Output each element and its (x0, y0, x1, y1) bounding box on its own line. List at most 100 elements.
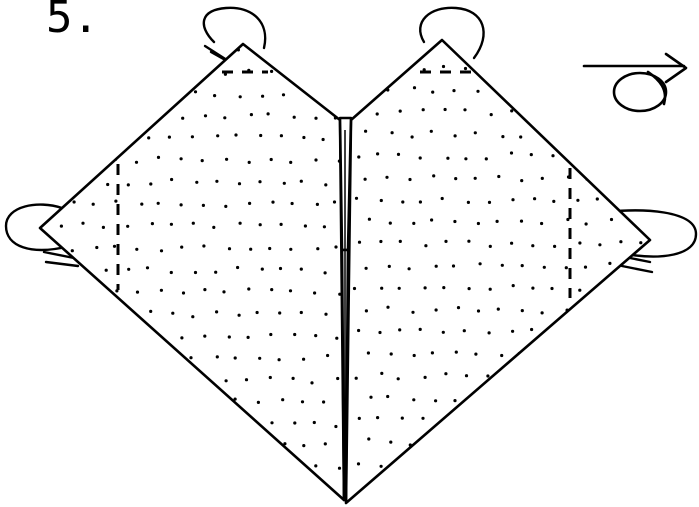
stipple-dot (386, 395, 389, 398)
stipple-dot (58, 47, 61, 50)
stipple-dot (369, 87, 372, 90)
stipple-dot (509, 416, 512, 419)
stipple-dot (316, 247, 319, 250)
stipple-dot (585, 222, 588, 225)
stipple-dot (139, 420, 142, 423)
stipple-dot (106, 183, 109, 186)
stipple-dot (519, 135, 522, 138)
stipple-dot (444, 108, 447, 111)
stipple-dot (95, 246, 98, 249)
stipple-dot (118, 380, 121, 383)
stipple-dot (214, 491, 217, 494)
stipple-dot (170, 223, 173, 226)
stipple-dot (302, 444, 305, 447)
stipple-dot (322, 138, 325, 141)
stipple-dot (640, 464, 643, 467)
stipple-dot (63, 180, 66, 183)
stipple-dot (551, 374, 554, 377)
stipple-dot (171, 46, 174, 49)
stipple-dot (531, 287, 534, 290)
stipple-dot (441, 462, 444, 465)
stipple-dot (454, 177, 457, 180)
stipple-dot (488, 67, 491, 70)
stipple-dot (106, 398, 109, 401)
stipple-dot (136, 291, 139, 294)
stipple-dot (455, 351, 458, 354)
stipple-dot (84, 358, 87, 361)
stipple-dot (608, 262, 611, 265)
stipple-dot (533, 420, 536, 423)
stipple-dot (510, 242, 513, 245)
stipple-dot (598, 243, 601, 246)
stipple-dot (390, 352, 393, 355)
stipple-dot (170, 355, 173, 358)
stipple-dot (561, 43, 564, 46)
stipple-dot (114, 200, 117, 203)
stipple-dot (467, 240, 470, 243)
stipple-dot (271, 469, 274, 472)
stipple-dot (261, 95, 264, 98)
stipple-dot (553, 418, 556, 421)
stipple-dot (250, 113, 253, 116)
stipple-dot (293, 71, 296, 74)
stipple-dot (179, 380, 182, 383)
stipple-dot (565, 394, 568, 397)
stipple-dot (596, 333, 599, 336)
stipple-dot (595, 462, 598, 465)
stipple-dot (267, 112, 270, 115)
stipple-dot (202, 244, 205, 247)
stipple-dot (376, 416, 379, 419)
stipple-dot (282, 93, 285, 96)
stipple-dot (451, 442, 454, 445)
stipple-dot (399, 110, 402, 113)
stipple-dot (248, 202, 251, 205)
stipple-dot (563, 130, 566, 133)
stipple-dot (380, 287, 383, 290)
stipple-dot (107, 134, 110, 137)
stipple-dot (355, 64, 358, 67)
stipple-dot (618, 418, 621, 421)
stipple-dot (204, 114, 207, 117)
stipple-dot (565, 485, 568, 488)
stipple-dot (84, 447, 87, 450)
stipple-dot (324, 271, 327, 274)
stipple-dot (304, 224, 307, 227)
stipple-dot (194, 446, 197, 449)
stipple-dot (247, 336, 250, 339)
stipple-dot (103, 490, 106, 493)
stipple-dot (453, 399, 456, 402)
stipple-dot (358, 417, 361, 420)
stipple-dot (552, 200, 555, 203)
stipple-dot (344, 90, 347, 93)
stipple-dot (281, 398, 284, 401)
stipple-dot (553, 69, 556, 72)
stipple-dot (82, 48, 85, 51)
stipple-dot (324, 442, 327, 445)
stipple-dot (432, 174, 435, 177)
stipple-dot (236, 266, 239, 269)
stipple-dot (180, 336, 183, 339)
stipple-dot (402, 65, 405, 68)
stipple-dot (520, 482, 523, 485)
stipple-dot (444, 372, 447, 375)
stipple-dot (58, 268, 61, 271)
stipple-dot (248, 161, 251, 164)
stipple-dot (391, 131, 394, 134)
stipple-dot (643, 375, 646, 378)
stipple-dot (389, 441, 392, 444)
stipple-dot (238, 182, 241, 185)
stipple-dot (169, 91, 172, 94)
stipple-dot (510, 109, 513, 112)
stipple-dot (335, 68, 338, 71)
stipple-dot (323, 92, 326, 95)
stipple-dot (576, 199, 579, 202)
stipple-dot (500, 354, 503, 357)
stipple-dot (610, 218, 613, 221)
stipple-dot (617, 286, 620, 289)
stipple-dot (419, 328, 422, 331)
stipple-dot (314, 117, 317, 120)
stipple-dot (368, 218, 371, 221)
stipple-dot (562, 90, 565, 93)
stipple-dot (378, 331, 381, 334)
